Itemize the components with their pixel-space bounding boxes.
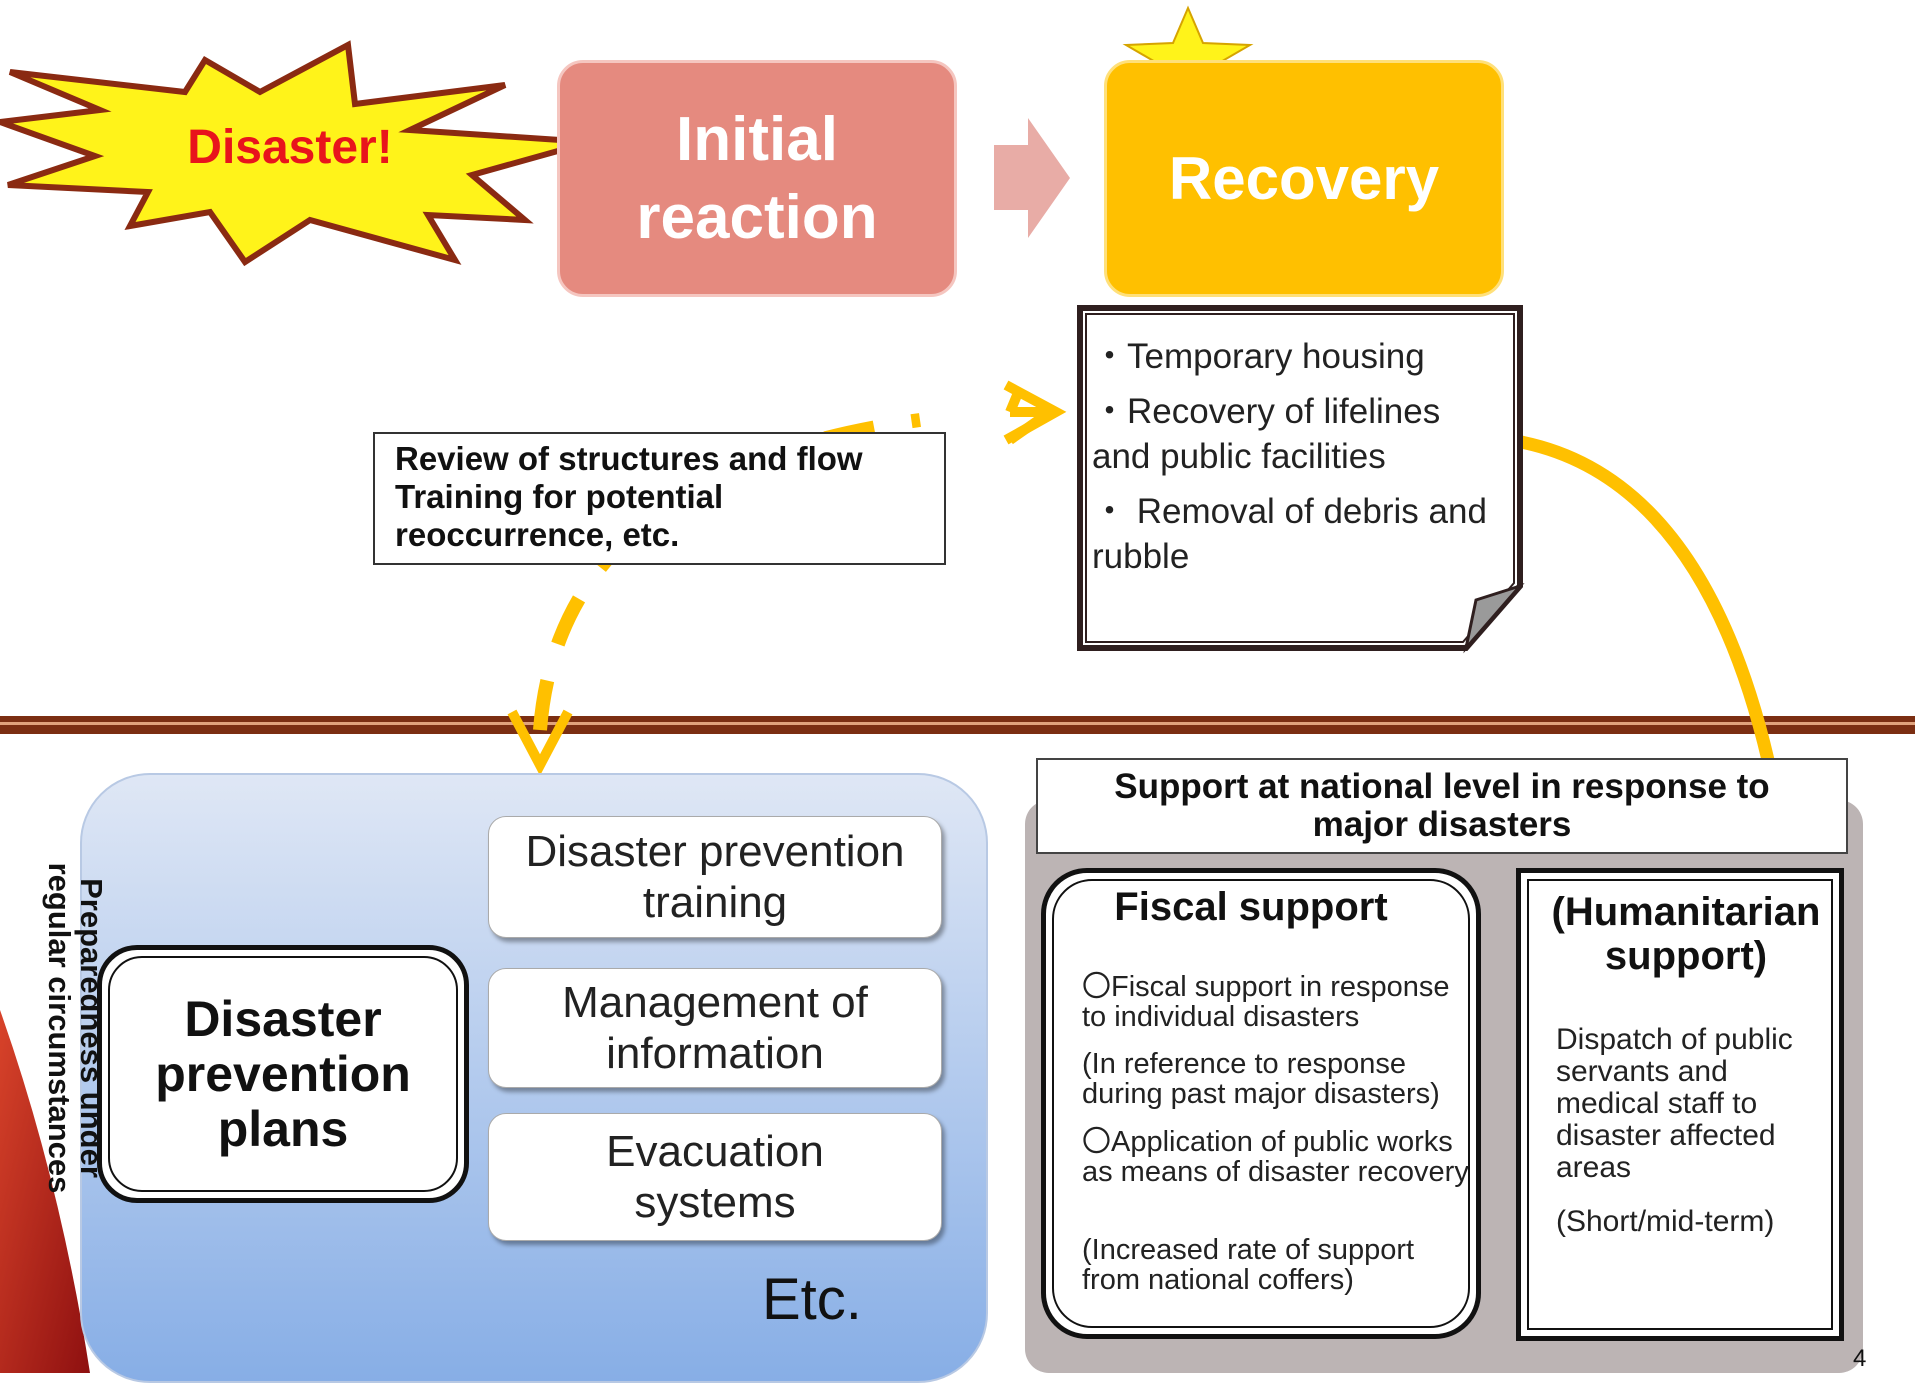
humanitarian-support-card <box>1516 868 1844 1341</box>
humanitarian-item: Dispatch of public servants and medical … <box>1556 1023 1793 1184</box>
support-header: Support at national level in response to… <box>1036 758 1848 854</box>
preparedness-vertical-label: Preparedness under regular circumstances <box>42 816 109 1216</box>
humanitarian-item: (Short/mid-term) <box>1556 1205 1775 1238</box>
support-header-text: Support at national level in response to… <box>1114 767 1770 844</box>
phase-arrow <box>994 118 1070 238</box>
fiscal-support-card <box>1041 868 1481 1339</box>
disaster-label: Disaster! <box>187 121 393 174</box>
red-corner-decoration <box>0 1010 90 1373</box>
fiscal-item: 〇Application of public works as means of… <box>1082 1126 1469 1188</box>
plans-label: Disaster prevention plans <box>155 990 411 1157</box>
etc-label: Etc. <box>762 1267 862 1332</box>
note-page-curl <box>1463 582 1525 654</box>
fiscal-item: (Increased rate of support from national… <box>1082 1234 1415 1296</box>
recovery-item: ・ Removal of debris and rubble <box>1092 492 1487 576</box>
dashed-arrowhead-down <box>507 709 573 776</box>
recovery-item: ・Recovery of lifelines and public facili… <box>1092 392 1441 476</box>
measure-training: Disaster prevention training <box>488 816 942 938</box>
recovery-list: ・Temporary housing ・Recovery of lifeline… <box>1092 334 1512 589</box>
dashed-arrowhead-right <box>1003 380 1067 445</box>
recovery-label: Recovery <box>1168 145 1440 212</box>
disaster-prevention-plans-box: Disaster prevention plans <box>97 945 469 1203</box>
review-line-2: Training for potential reoccurrence, etc… <box>395 478 724 553</box>
recovery-item: ・Temporary housing <box>1092 337 1425 376</box>
page-number: 4 <box>1853 1345 1867 1372</box>
review-line-1: Review of structures and flow <box>395 440 863 477</box>
review-box: Review of structures and flow Training f… <box>373 432 946 565</box>
recovery-box: Recovery <box>1104 60 1504 297</box>
initial-reaction-label: Initial reaction <box>636 104 878 252</box>
measure-label: Evacuation systems <box>606 1127 824 1227</box>
measure-information: Management of information <box>488 968 942 1088</box>
disaster-burst-shape <box>0 40 591 267</box>
fiscal-item: 〇Fiscal support in response to individua… <box>1082 971 1450 1033</box>
initial-reaction-box: Initial reaction <box>557 60 957 297</box>
measure-evacuation: Evacuation systems <box>488 1113 942 1241</box>
fiscal-item: (In reference to response during past ma… <box>1082 1048 1440 1110</box>
support-curved-arrow <box>1508 433 1775 762</box>
fiscal-support-title: Fiscal support <box>1114 885 1388 929</box>
measure-label: Disaster prevention training <box>525 827 905 927</box>
measure-label: Management of information <box>562 978 868 1078</box>
humanitarian-support-title: (Humanitarian support) <box>1551 890 1821 978</box>
